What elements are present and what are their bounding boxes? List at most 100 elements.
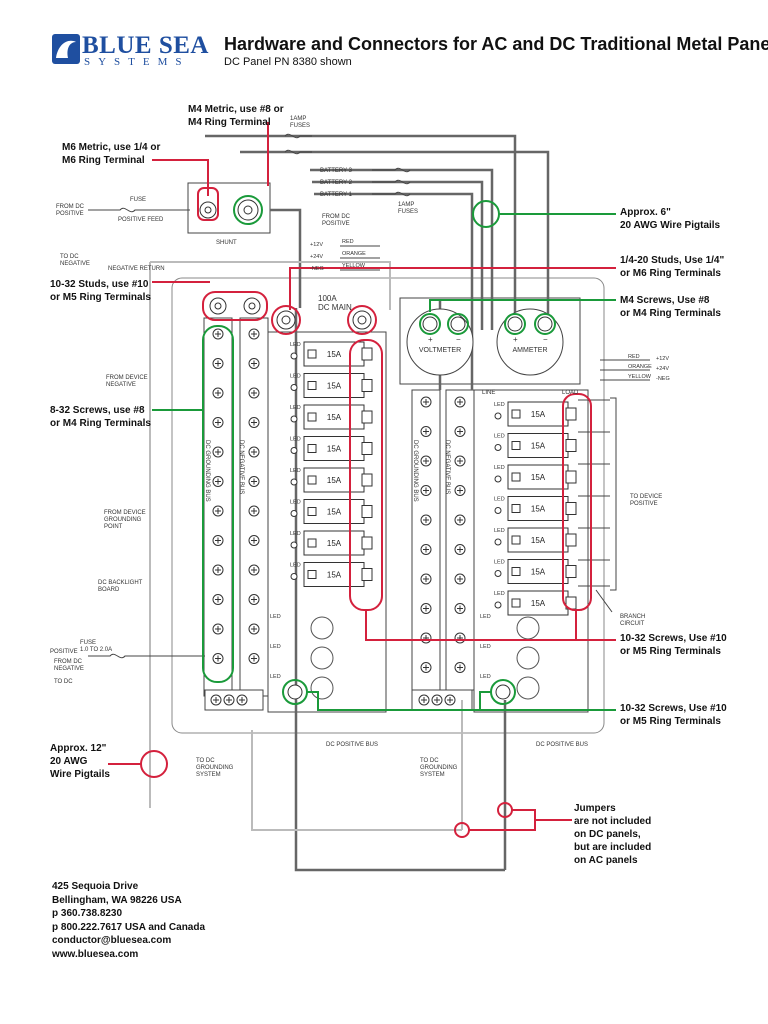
diagram-label: BATTERY 3	[320, 168, 353, 174]
diagram-label: BATTERY 2	[320, 180, 353, 186]
diagram-label: DC GROUNDING BUS	[412, 440, 418, 502]
page-subtitle: DC Panel PN 8380 shown	[224, 56, 352, 68]
led-label: LED	[290, 500, 301, 506]
diagram-label: NEGATIVE	[60, 261, 90, 267]
breakers: 15A LED 15A LED 15A LED 15A LED 15A LED 15A LED 15A L…	[290, 341, 577, 616]
page-title: Hardware and Connectors for AC and DC Tr…	[224, 34, 768, 54]
diagram-label: LED	[270, 614, 281, 620]
wave-logo-icon	[52, 34, 80, 64]
breaker-rating: 15A	[531, 599, 546, 608]
diagram-label: TO DC	[54, 679, 73, 685]
diagram-label: CIRCUIT	[620, 621, 645, 627]
diagram-label: ORANGE	[342, 251, 366, 257]
diagram-label: POSITIVE	[56, 211, 84, 217]
diagram-label: TO DC	[420, 758, 439, 764]
breaker-rating: 15A	[327, 413, 342, 422]
contact-city: Bellingham, WA 98226 USA	[52, 894, 182, 906]
diagram-label: +	[428, 335, 433, 344]
diagram-label: FROM DC	[54, 659, 83, 665]
diagram-label: DC GROUNDING BUS	[204, 440, 210, 502]
diagram-label: NEGATIVE	[54, 666, 84, 672]
brand-name: BLUE SEA	[82, 32, 209, 59]
diagram-label: FUSES	[398, 209, 418, 215]
breaker-rating: 15A	[531, 473, 546, 482]
brand-tagline: SYSTEMS	[84, 56, 190, 68]
diagram-label: LED	[480, 614, 491, 620]
diagram-label: POSITIVE FEED	[118, 217, 164, 223]
diagram-label: GROUNDING	[420, 765, 458, 771]
led-label: LED	[494, 528, 505, 534]
diagram-label: +12V	[310, 242, 323, 248]
diagram-label: +24V	[310, 254, 323, 260]
diagram-label: +24V	[656, 366, 669, 372]
diagram-label: TO DC	[196, 758, 215, 764]
diagram-label: FUSE	[80, 640, 96, 646]
diagram-label: FROM DC	[322, 214, 351, 220]
diagram-label: LED	[270, 644, 281, 650]
diagram-label: NEGATIVE	[106, 382, 136, 388]
breaker-rating: 15A	[531, 536, 546, 545]
breaker-rating: 15A	[531, 410, 546, 419]
diagram-label: DC MAIN	[318, 303, 352, 312]
contact-block: 425 Sequoia Drive Bellingham, WA 98226 U…	[52, 880, 205, 961]
diagram-label: YELLOW	[628, 374, 652, 380]
diagram-label: +12V	[656, 356, 669, 362]
diagram-label: TO DEVICE	[630, 494, 662, 500]
diagram-label: BATTERY 1	[320, 192, 353, 198]
diagram-label: AMMETER	[513, 347, 548, 354]
led-label: LED	[494, 465, 505, 471]
led-label: LED	[494, 402, 505, 408]
diagram-label: SHUNT	[216, 240, 237, 246]
diagram-label: LINE	[482, 390, 495, 396]
diagram-label: TO DC	[60, 254, 79, 260]
diagram-label: LED	[270, 674, 281, 680]
breaker-rating: 15A	[531, 442, 546, 451]
diagram-label: FUSE	[130, 197, 146, 203]
diagram-label: RED	[342, 239, 354, 245]
diagram-label: DC POSITIVE BUS	[326, 742, 378, 748]
diagram-label: NEGATIVE RETURN	[108, 266, 165, 272]
breaker-rating: 15A	[531, 568, 546, 577]
contact-street: 425 Sequoia Drive	[52, 881, 139, 892]
diagram-label: DC POSITIVE BUS	[536, 742, 588, 748]
breaker-rating: 15A	[327, 539, 342, 548]
diagram-label: 1AMP	[290, 116, 306, 122]
panel-outline	[171, 277, 605, 734]
led-label: LED	[290, 468, 301, 474]
breaker-rating: 15A	[327, 382, 342, 391]
diagram-label: DC NEGATIVE BUS	[444, 440, 450, 494]
led-label: LED	[494, 434, 505, 440]
diagram-label: FROM DEVICE	[104, 510, 146, 516]
diagram-label: FROM DC	[56, 204, 85, 210]
contact-tollfree: p 800.222.7617 USA and Canada	[52, 921, 206, 933]
diagram-label: POSITIVE	[630, 501, 658, 507]
diagram-label: ORANGE	[628, 364, 652, 370]
diagram-label: FROM DEVICE	[106, 375, 148, 381]
diagram-label: YELLOW	[342, 263, 366, 269]
diagram-label: RED	[628, 354, 640, 360]
led-label: LED	[290, 342, 301, 348]
led-label: LED	[290, 531, 301, 537]
breaker-rating: 15A	[327, 445, 342, 454]
diagram-label: LED	[480, 674, 491, 680]
diagram-label: +	[513, 335, 518, 344]
diagram-label: 100A	[318, 294, 337, 303]
led-label: LED	[494, 497, 505, 503]
breaker-rating: 15A	[327, 571, 342, 580]
diagram-label: FUSES	[290, 123, 310, 129]
diagram-label: POSITIVE	[322, 221, 350, 227]
led-label: LED	[290, 374, 301, 380]
diagram-label: SYSTEM	[196, 772, 221, 778]
contact-web[interactable]: www.bluesea.com	[52, 948, 139, 960]
bus-screws	[210, 328, 466, 706]
contact-email[interactable]: conductor@bluesea.com	[52, 935, 172, 946]
